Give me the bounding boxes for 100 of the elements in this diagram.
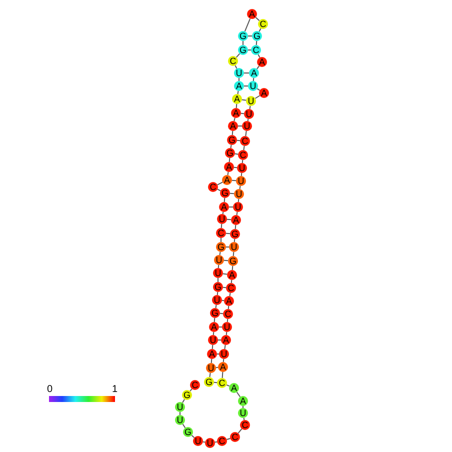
backbone-line	[229, 292, 231, 297]
backbone-line	[215, 304, 217, 309]
base-pair-line	[219, 312, 224, 314]
nucleotide-circle: C	[228, 56, 238, 66]
nucleotide-circle: C	[216, 228, 226, 238]
nucleotide-circle: U	[175, 415, 185, 425]
backbone-line	[236, 53, 240, 58]
nucleotide-circle: C	[230, 432, 240, 442]
backbone-line	[222, 358, 224, 363]
backbone-line	[245, 130, 247, 137]
nucleotide-circle: A	[209, 322, 219, 332]
nucleotide-circle: C	[190, 380, 200, 390]
backbone-line	[256, 88, 260, 91]
backbone-line	[242, 159, 244, 164]
nucleotide-circle: U	[234, 68, 244, 78]
nucleotide-circle: C	[223, 309, 233, 319]
base-pair-line	[226, 246, 230, 248]
backbone-line	[220, 238, 222, 242]
nucleotide-circle: U	[233, 202, 243, 212]
backbone-line	[243, 145, 245, 151]
scale-value: 1	[112, 384, 118, 395]
nucleotide-circle: U	[244, 109, 254, 119]
base-pair-line	[234, 153, 239, 155]
nucleotide-circle: U	[237, 163, 247, 173]
nucleotide-circle: U	[208, 335, 218, 345]
nucleotide-circle: G	[238, 45, 248, 55]
backbone-line	[214, 317, 216, 323]
nucleotide-circle: U	[214, 255, 224, 265]
nucleotide-circle: A	[259, 88, 269, 98]
backbone-line	[252, 77, 254, 82]
nucleotide-circle: U	[229, 242, 239, 252]
nucleotide-circle: C	[217, 436, 227, 446]
nucleotide-circle: G	[182, 390, 192, 400]
backbone-line	[236, 392, 241, 398]
backbone-line	[230, 279, 232, 284]
base-pair-line	[213, 382, 218, 384]
nucleotide-circle: U	[213, 268, 223, 278]
nucleotide-circle: A	[222, 175, 232, 185]
nucleotide-circle: U	[234, 189, 244, 199]
nucleotide-circle: G	[204, 377, 214, 387]
nucleotide-circle: A	[249, 68, 259, 78]
nucleotide-circle: A	[219, 202, 229, 212]
nucleotide-circle: G	[183, 427, 193, 437]
nucleotide-circle: A	[238, 396, 248, 406]
backbone-line	[234, 117, 236, 122]
backbone-line	[222, 372, 224, 378]
nucleotide-circle: A	[229, 383, 239, 393]
backbone-line	[236, 103, 238, 109]
nucleotide-circle: C	[258, 19, 268, 29]
backbone-line	[244, 18, 251, 32]
nucleotide-circle: U	[246, 96, 256, 106]
backbone-line	[236, 211, 238, 216]
backbone-line	[227, 171, 229, 176]
backbone-line	[228, 305, 230, 310]
backbone-line	[249, 105, 251, 110]
backbone-line	[219, 251, 221, 256]
nucleotide-circle: A	[231, 215, 241, 225]
backbone-line	[232, 265, 234, 271]
base-pair-line	[225, 232, 231, 234]
backbone-line	[230, 144, 232, 149]
backbone-line	[238, 428, 242, 434]
nucleotide-circle: U	[175, 402, 185, 412]
nucleotide-circle: U	[205, 438, 215, 448]
nucleotide-circle: U	[219, 349, 229, 359]
backbone-line	[190, 388, 192, 392]
base-pair-line	[218, 326, 222, 328]
base-pair-line	[233, 166, 238, 168]
base-pair-line	[241, 99, 247, 101]
scale-value: 0	[47, 384, 53, 395]
nucleotide-circle: G	[238, 31, 248, 41]
backbone-line	[242, 40, 244, 46]
nucleotide-circle: G	[210, 308, 220, 318]
nucleotide-circle: U	[193, 436, 203, 446]
backbone-line	[224, 197, 226, 203]
base-pair-line	[236, 140, 241, 142]
backbone-line	[226, 331, 228, 336]
nucleotide-circle: U	[248, 81, 258, 91]
nucleotide-circle: A	[257, 57, 267, 67]
nucleotide-circle: A	[247, 9, 257, 19]
nucleotide-circle: C	[240, 136, 250, 146]
backbone-line	[256, 40, 258, 46]
nucleotide-circle: A	[227, 270, 237, 280]
nucleotide-circle: C	[251, 45, 261, 55]
nucleotide-circle: U	[238, 408, 248, 418]
backbone-line	[232, 130, 234, 136]
nucleotide-circle: C	[226, 283, 236, 293]
base-pair-line	[244, 72, 250, 74]
base-pair-line	[240, 112, 245, 114]
base-pair-line	[231, 180, 237, 182]
backbone-line	[212, 331, 214, 336]
nucleotide-circle: U	[217, 214, 227, 224]
backbone-line	[242, 406, 244, 408]
base-pair-line	[229, 192, 235, 194]
nucleotide-circle: A	[221, 335, 231, 345]
backbone-line	[255, 16, 260, 22]
nucleotide-circle: A	[234, 81, 244, 91]
nucleotide-circle: C	[240, 420, 250, 430]
nucleotide-circle: A	[224, 162, 234, 172]
nucleotide-circle: U	[212, 295, 222, 305]
backbone-line	[209, 372, 211, 378]
